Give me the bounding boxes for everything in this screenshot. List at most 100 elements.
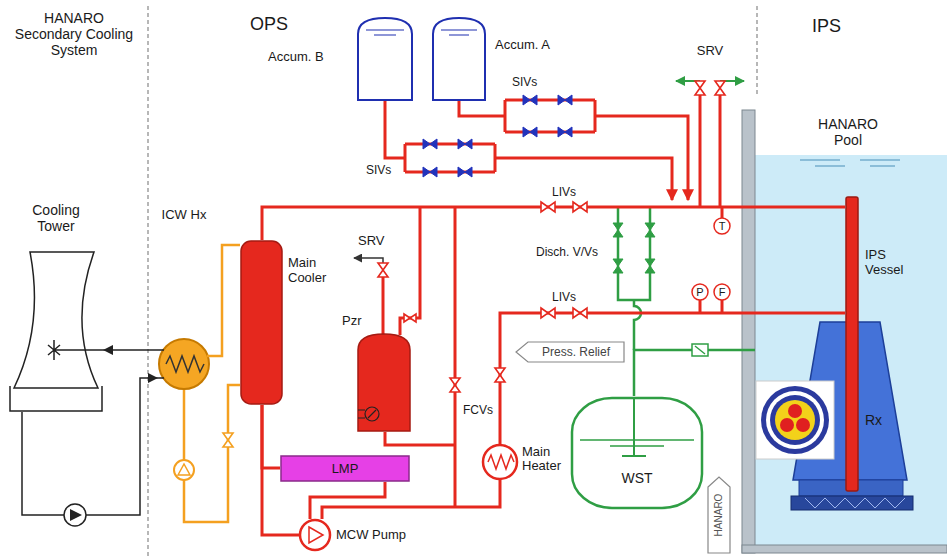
text-holder: Pzr xyxy=(342,314,362,329)
discharge-valve xyxy=(613,223,655,273)
accumulator-tank-shape xyxy=(441,30,477,35)
process-pipe xyxy=(699,95,702,207)
region-divider xyxy=(756,6,757,96)
pool-wall xyxy=(742,110,947,553)
check-valve xyxy=(692,344,708,356)
process-pipe xyxy=(699,300,702,313)
node-label: WST xyxy=(570,470,704,486)
valve-label: LIVs xyxy=(546,186,582,200)
circulation-pump: MCW Pump xyxy=(299,519,417,551)
accumulator-tank-shape xyxy=(366,30,404,35)
reactor-core-shape xyxy=(791,496,913,510)
process-valve xyxy=(541,202,555,212)
node-label: IPS Vessel xyxy=(865,248,917,278)
temperature-instrument: T xyxy=(713,217,731,235)
icw-pump xyxy=(178,464,190,475)
process-pipe xyxy=(383,95,722,507)
text-holder: HANARO Pool xyxy=(812,116,884,148)
process-valve xyxy=(495,368,505,382)
text-holder: Accum. A xyxy=(495,38,550,53)
pipe-connector xyxy=(22,378,157,515)
heat-exchanger-shape xyxy=(157,350,164,378)
main-heater: Main Heater xyxy=(482,444,574,480)
node-label: Accum. B xyxy=(268,50,324,65)
off-page-connector: HANARO xyxy=(707,476,731,554)
valve-label: FCVs xyxy=(461,404,495,418)
text-holder: Accum. B xyxy=(268,50,324,65)
water-storage-tank-shape xyxy=(572,398,702,508)
cooling-tower-shape xyxy=(10,386,102,411)
pool-water xyxy=(755,155,947,545)
text-holder: Rx xyxy=(865,412,882,428)
reactor-core-shape xyxy=(761,386,829,454)
valve-label: LIVs xyxy=(546,291,582,305)
reactor-pool: HANARO PoolIPS VesselRx xyxy=(755,112,947,545)
text-holder: T xyxy=(713,217,731,235)
circulation-pump-shape xyxy=(309,527,323,543)
node-label: LMP xyxy=(280,455,410,482)
relief-outlet xyxy=(354,81,744,263)
label-holder: SIVs xyxy=(512,76,537,90)
reactor-core-shape xyxy=(755,320,917,512)
node-label: MCW Pump xyxy=(336,519,406,551)
node-label: ICW Hx xyxy=(157,208,211,223)
off-page-connector-shape xyxy=(708,477,730,553)
process-valve xyxy=(695,81,705,95)
pipe-connector xyxy=(262,405,280,468)
process-pipe xyxy=(382,277,385,334)
label-holder: LIVs xyxy=(546,291,582,305)
off-page-connector-shape xyxy=(516,342,624,362)
pipe-connector xyxy=(211,245,240,356)
discharge-pipe xyxy=(618,207,650,300)
pipe-connector xyxy=(634,350,755,396)
process-pipe xyxy=(721,300,724,313)
process-pipe xyxy=(400,207,420,335)
water-storage-tank: WST xyxy=(570,396,704,510)
label-holder: SRV xyxy=(690,44,730,59)
reactor-core-shape xyxy=(756,381,834,459)
discharge-pipe xyxy=(634,300,641,350)
text-holder: P xyxy=(691,283,709,301)
accumulator-tank: Accum. B xyxy=(268,14,414,102)
reactor-core-shape xyxy=(805,498,905,508)
process-pipe xyxy=(459,100,688,200)
icw-valve xyxy=(223,433,233,447)
label-holder: SIVs xyxy=(366,164,391,178)
valve-label: Disch. V/Vs xyxy=(536,246,598,260)
region-divider xyxy=(148,6,757,556)
accumulator-tank-shape xyxy=(358,18,412,100)
heat-exchanger-shape xyxy=(207,355,211,358)
ips-vessel: IPS Vessel xyxy=(845,196,935,492)
heat-exchanger-shape xyxy=(157,208,211,389)
pool-wall xyxy=(742,110,755,553)
node-label: Main Cooler xyxy=(288,256,334,286)
text-holder: WST xyxy=(570,470,704,486)
pool-wall xyxy=(742,545,947,553)
process-valve xyxy=(573,308,587,318)
discharge-pipe xyxy=(618,207,650,350)
ips-vessel-shape xyxy=(846,197,858,491)
region-divider xyxy=(147,6,148,556)
cooling-tower: Cooling Tower xyxy=(8,200,104,412)
pressurizer-shape xyxy=(358,410,376,418)
isolation-valve xyxy=(558,127,572,137)
secondary-pump xyxy=(70,509,82,521)
temperature-instrument-shape xyxy=(714,218,730,234)
node-label: Rx xyxy=(865,412,882,428)
text-holder: HANARO xyxy=(713,494,725,537)
heat-exchanger-shape xyxy=(159,339,209,389)
isolation-valve xyxy=(423,139,437,149)
accumulator-tank: Accum. A xyxy=(432,14,562,102)
check-valve xyxy=(695,346,705,354)
node-label: P xyxy=(691,283,709,301)
cooling-tower-shape xyxy=(14,252,98,388)
pool-water xyxy=(755,155,947,545)
secondary-pump xyxy=(64,504,86,526)
label-holder: LIVs xyxy=(546,186,582,200)
process-valve xyxy=(541,308,555,318)
pressurizer-shape xyxy=(340,312,412,432)
node-label: Pzr xyxy=(342,314,362,329)
pipe-connector xyxy=(262,207,845,240)
icw-pump xyxy=(174,460,194,480)
